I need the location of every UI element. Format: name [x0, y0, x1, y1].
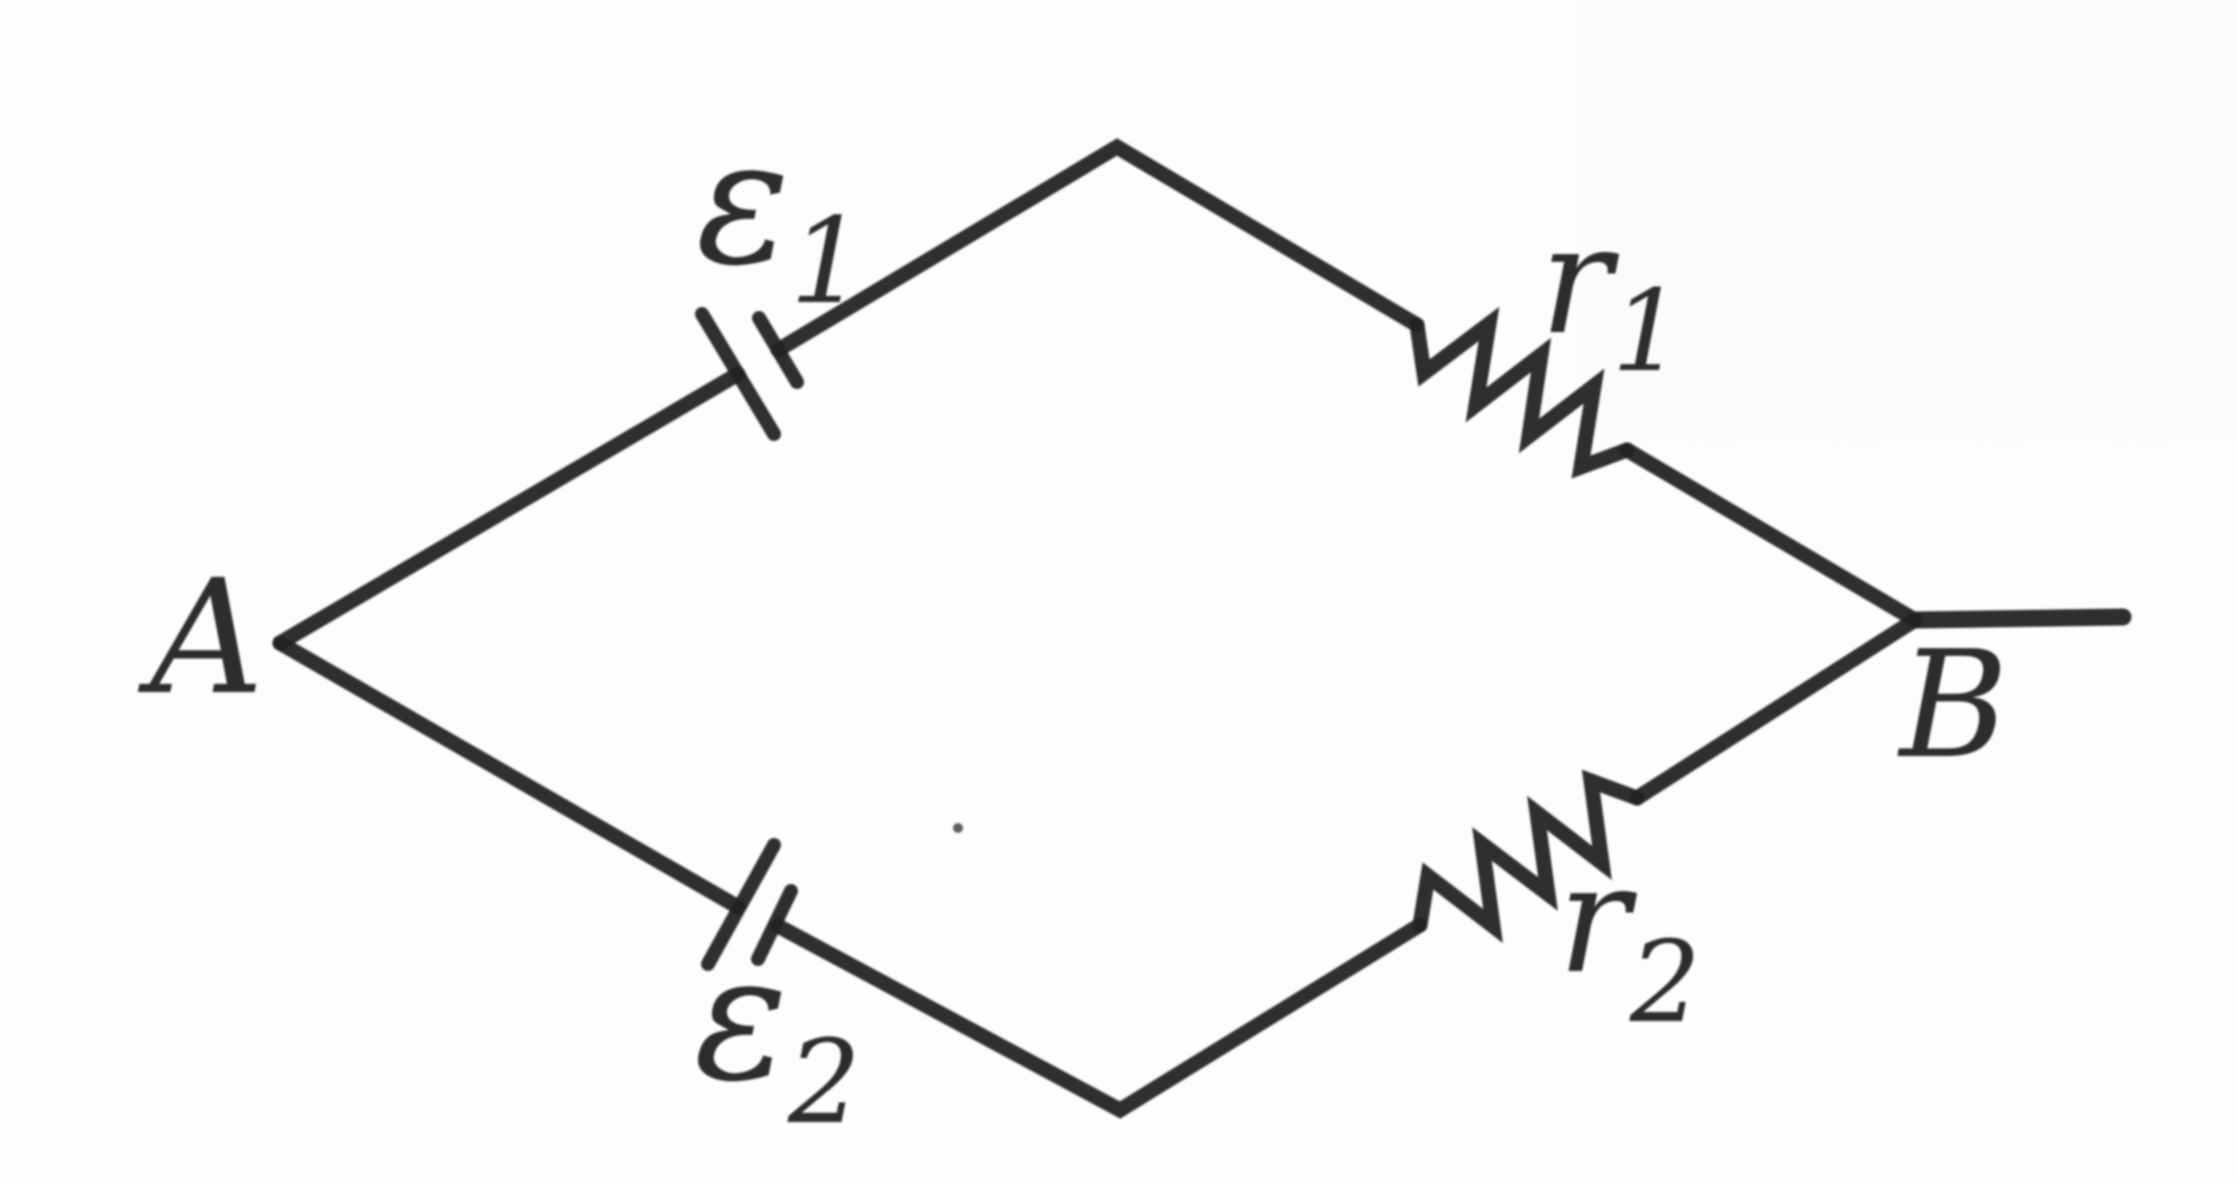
- emf2-long-plate: [701, 838, 781, 971]
- wire-r1-to-b: [1619, 442, 1923, 628]
- node-b-label: B: [1897, 619, 2009, 791]
- r1-resistor-icon: [1409, 306, 1635, 479]
- emf1-label-base: ε: [696, 101, 790, 304]
- r1-label: r1: [1540, 194, 1683, 397]
- emf1-long-plate: [695, 307, 781, 441]
- wire-r2-to-b: [1629, 612, 1923, 806]
- emf1-battery-icon: [695, 307, 804, 441]
- emf2-label: ε2: [694, 917, 861, 1150]
- emf2-label-base: ε: [694, 917, 788, 1120]
- wire-emf1-to-r1: [770, 138, 1425, 358]
- wire-a-to-emf1: [272, 366, 746, 651]
- r2-resistor-icon: [1412, 769, 1645, 944]
- r2-label-base: r: [1558, 833, 1638, 1007]
- wire-a-to-emf2: [272, 635, 746, 915]
- r1-label-subscript: 1: [1612, 267, 1683, 397]
- emf2-label-subscript: 2: [787, 1016, 861, 1150]
- emf1-label-subscript: 1: [790, 192, 865, 330]
- r2-label-subscript: 2: [1629, 918, 1701, 1048]
- r2-label: r2: [1558, 833, 1701, 1048]
- node-a-label: A: [137, 546, 264, 730]
- wire-emf2-to-r2: [770, 917, 1428, 1119]
- ink-speck: [953, 823, 963, 833]
- emf1-label: ε1: [696, 101, 865, 330]
- wire-b-lead: [1906, 608, 2132, 629]
- r1-label-base: r: [1540, 194, 1620, 368]
